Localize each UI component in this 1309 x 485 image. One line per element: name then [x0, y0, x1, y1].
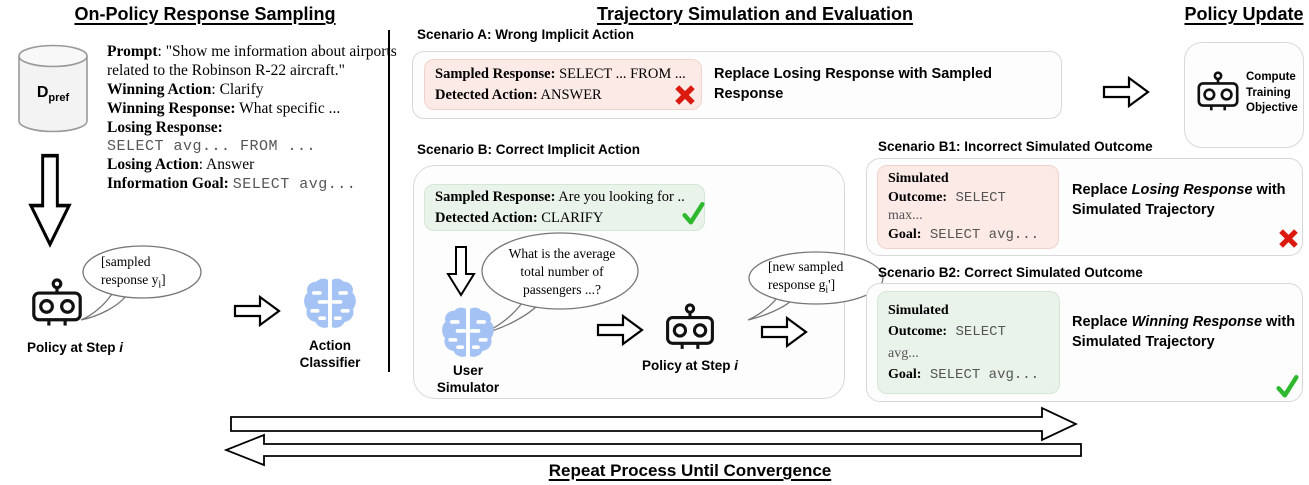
sampled-response-bubble-text: [sampled response yi]: [101, 254, 166, 291]
preference-example-text: Prompt: "Show me information about airpo…: [107, 43, 401, 194]
scenario-a-replace-text: Replace Losing Response with Sampled Res…: [714, 66, 992, 102]
section-title-policy-update: Policy Update: [1184, 4, 1304, 24]
b1-outcome-sql2: max...: [888, 208, 923, 224]
compute-training-objective-label: Compute Training Objective: [1246, 71, 1298, 115]
speech-bubble-sampled-response: [78, 244, 208, 324]
database-icon: [17, 44, 89, 134]
section-title-on-policy-sampling: On-Policy Response Sampling: [74, 4, 336, 24]
db-label-sub: pref: [48, 92, 70, 105]
cross-icon: [1278, 228, 1299, 249]
losing-response-line: Losing Response:: [107, 118, 223, 136]
scenario-b1-replace-text: Replace Losing Response with Simulated T…: [1072, 182, 1286, 218]
losing-response-sql: SELECT avg... FROM ...: [107, 137, 317, 155]
scenario-b2-heading: Scenario B2: Correct Simulated Outcome: [878, 265, 1143, 280]
brain-icon: [440, 305, 496, 361]
right-arrow-icon: [596, 312, 644, 348]
scenario-b2-chip: Simulated Outcome: SELECT avg... Goal: S…: [877, 291, 1060, 394]
section-divider: [388, 30, 390, 372]
check-icon: [682, 201, 705, 226]
scenario-b-sampled-line: Sampled Response: Are you looking for ..: [435, 189, 685, 205]
scenario-b-heading: Scenario B: Correct Implicit Action: [417, 142, 641, 157]
robot-icon: [1194, 71, 1242, 119]
db-label-main: D: [36, 84, 49, 101]
check-icon: [1276, 374, 1299, 399]
scenario-a-heading: Scenario A: Wrong Implicit Action: [417, 27, 635, 42]
b2-goal-line: Goal: SELECT avg...: [888, 367, 1040, 383]
user-question-bubble-text: What is the average total number of pass…: [508, 246, 616, 297]
user-simulator-label: User Simulator: [436, 363, 500, 395]
scenario-b2-replace-text: Replace Winning Response with Simulated …: [1072, 314, 1296, 350]
new-response-bubble-text: [new sampled response gi']: [768, 259, 844, 296]
scenario-a-detected-line: Detected Action: ANSWER: [435, 87, 602, 104]
scenario-b-detected-line: Detected Action: CLARIFY: [435, 210, 604, 227]
right-arrow-icon: [1102, 74, 1150, 110]
b1-goal-line: Goal: SELECT avg...: [888, 226, 1040, 243]
scenario-a-sampled-line: Sampled Response: SELECT ... FROM ...: [435, 66, 686, 82]
section-title-trajectory-simulation: Trajectory Simulation and Evaluation: [596, 4, 914, 24]
down-arrow-icon: [446, 245, 476, 297]
information-goal-line: Information Goal: SELECT avg...: [107, 174, 357, 193]
long-right-arrow-icon: [230, 406, 1078, 442]
long-left-arrow-icon: [224, 433, 1082, 467]
b2-outcome-line: Outcome: SELECT: [888, 324, 1006, 340]
cross-icon: [674, 84, 696, 106]
scenario-b-chip: Sampled Response: Are you looking for ..…: [424, 184, 705, 231]
winning-action-line: Winning Action: Clarify: [107, 80, 264, 98]
down-arrow-icon: [28, 152, 72, 248]
right-arrow-icon: [760, 314, 808, 350]
database-label: Dpref: [17, 84, 89, 104]
action-classifier-label: Action Classifier: [299, 338, 361, 370]
scenario-a-chip: Sampled Response: SELECT ... FROM ... De…: [424, 59, 702, 110]
b2-outcome-sql2: avg...: [888, 346, 919, 361]
policy-step-label: Policy at Step i: [26, 340, 124, 355]
bottom-title-repeat-process: Repeat Process Until Convergence: [548, 461, 832, 480]
speech-bubble-new-response: [745, 250, 887, 322]
winning-response-line: Winning Response: What specific ...: [107, 99, 341, 117]
brain-icon: [302, 276, 358, 332]
right-arrow-icon: [233, 293, 281, 329]
b2-simulated-line: Simulated: [888, 303, 949, 318]
scenario-b1-heading: Scenario B1: Incorrect Simulated Outcome: [878, 139, 1153, 154]
robot-icon: [662, 303, 718, 359]
scenario-b1-chip: Simulated Outcome: SELECT max... Goal: S…: [877, 165, 1059, 249]
prompt-line: Prompt: "Show me information about airpo…: [107, 43, 397, 79]
b1-outcome-line: Outcome: SELECT: [888, 189, 1006, 206]
b1-simulated-line: Simulated: [888, 171, 949, 186]
losing-action-line: Losing Action: Answer: [107, 155, 255, 173]
policy-step-label: Policy at Step i: [641, 358, 739, 373]
